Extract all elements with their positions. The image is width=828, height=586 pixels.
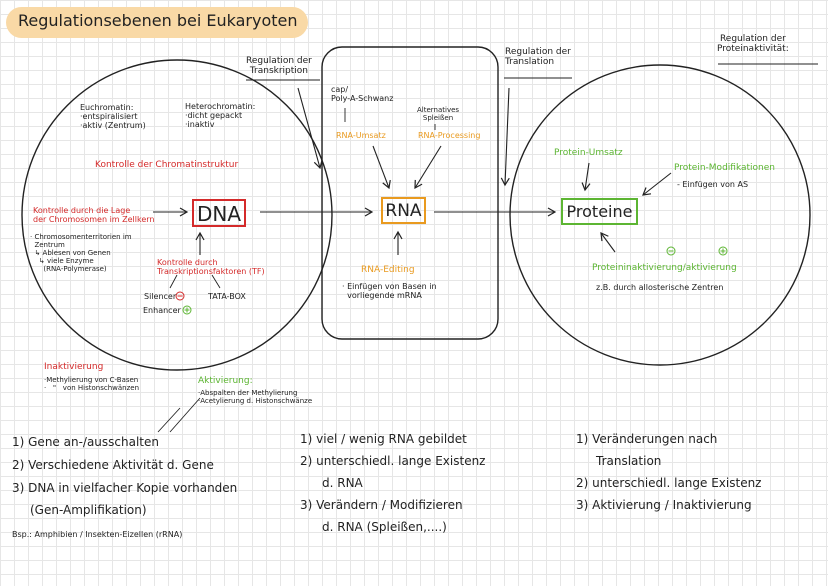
- activation-note: ·Abspalten der Methylierung ·Acetylierun…: [198, 389, 313, 406]
- chromatin-control-label: Kontrolle der Chromatinstruktur: [95, 160, 239, 170]
- protein-turnover-label: Protein-Umsatz: [554, 148, 623, 158]
- protein-modifications-label: Protein-Modifikationen: [674, 163, 775, 173]
- list-rna-item: 2) unterschiedl. lange Existenz: [300, 454, 486, 468]
- rna-processing-label: RNA-Processing: [418, 131, 481, 140]
- inactivation-minus-icon: [666, 246, 676, 256]
- euchromatin-note: Euchromatin: ·entspiralisiert ·aktiv (Ze…: [80, 103, 146, 131]
- list-protein-item: Translation: [596, 454, 662, 468]
- protein-activation-note: z.B. durch allosterische Zentren: [596, 283, 724, 292]
- location-control-note: · Chromosomenterritorien im Zentrum ↳ Ab…: [30, 233, 132, 274]
- activation-plus-icon: [718, 246, 728, 256]
- header-transcription: Regulation der Transkription: [246, 56, 312, 77]
- branch-tata: [211, 274, 221, 289]
- list-dna-item: (Gen-Amplifikation): [30, 503, 147, 517]
- list-protein-item: 3) Aktivierung / Inaktivierung: [576, 498, 752, 512]
- list-rna-item: 3) Verändern / Modifizieren: [300, 498, 463, 512]
- arrow-activation-to-protein: [600, 232, 616, 253]
- header-protein-activity: Regulation der Proteinaktivität:: [717, 34, 789, 55]
- list-dna-item: 3) DNA in vielfacher Kopie vorhanden: [12, 481, 238, 495]
- page-title: Regulationsebenen bei Eukaryoten: [18, 11, 298, 30]
- enhancer-plus-icon: [182, 305, 192, 315]
- cytoplasm-circle: [509, 64, 811, 366]
- branch-silencer: [169, 274, 178, 289]
- translation-frame: [321, 46, 499, 340]
- tf-control-label: Kontrolle durch Transkriptionsfaktoren (…: [157, 258, 265, 277]
- alternative-splicing-label: Alternatives Spleißen: [417, 106, 460, 123]
- tata-box-label: TATA-BOX: [208, 292, 246, 301]
- branch-inactivation: [157, 407, 181, 433]
- enhancer-label: Enhancer: [143, 306, 181, 315]
- arrow-translation: [500, 87, 510, 187]
- list-rna-item: d. RNA (Spleißen,....): [322, 520, 447, 534]
- header-translation: Regulation der Translation: [505, 47, 571, 68]
- nucleus-circle: [21, 59, 333, 371]
- dna-box: DNA: [192, 199, 246, 227]
- list-protein-item: 1) Veränderungen nach: [576, 432, 718, 446]
- proteine-box: Proteine: [561, 198, 638, 225]
- list-dna-item: 1) Gene an-/ausschalten: [12, 435, 159, 449]
- arrow-pturnover-to-protein: [581, 162, 591, 192]
- list-dna-item: 2) Verschiedene Aktivität d. Gene: [12, 458, 214, 472]
- inactivation-label: Inaktivierung: [44, 362, 104, 372]
- arrow-turnover-to-rna: [372, 145, 391, 190]
- heterochromatin-note: Heterochromatin: ·dicht gepackt ·inaktiv: [185, 102, 256, 130]
- inactivation-note: ·Methylierung von C-Basen · " von Histon…: [44, 376, 140, 393]
- rna-editing-note: · Einfügen von Basen in vorliegende mRNA: [342, 282, 437, 301]
- protein-activation-label: Proteininaktivierung/aktivierung: [592, 263, 737, 273]
- list-protein-item: 2) unterschiedl. lange Existenz: [576, 476, 762, 490]
- location-control-label: Kontrolle durch die Lage der Chromosomen…: [33, 206, 155, 225]
- list-rna-item: 1) viel / wenig RNA gebildet: [300, 432, 467, 446]
- cap-polya-label: cap/ Poly-A-Schwanz: [331, 85, 394, 104]
- branch-activation: [169, 397, 201, 433]
- list-rna-item: d. RNA: [322, 476, 363, 490]
- activation-label: Aktivierung:: [198, 376, 253, 386]
- protein-modifications-note: - Einfügen von AS: [677, 180, 749, 189]
- arrow-processing-to-rna: [414, 145, 442, 190]
- silencer-label: Silencer: [144, 292, 177, 301]
- rna-turnover-label: RNA-Umsatz: [336, 131, 386, 140]
- title-highlight: [6, 7, 308, 38]
- rna-editing-label: RNA-Editing: [361, 265, 415, 275]
- arrow-transcription: [297, 87, 323, 170]
- example-note: Bsp.: Amphibien / Insekten-Eizellen (rRN…: [12, 530, 183, 539]
- rna-box: RNA: [381, 197, 426, 224]
- silencer-minus-icon: [175, 291, 185, 301]
- arrow-mod-to-protein: [642, 172, 672, 196]
